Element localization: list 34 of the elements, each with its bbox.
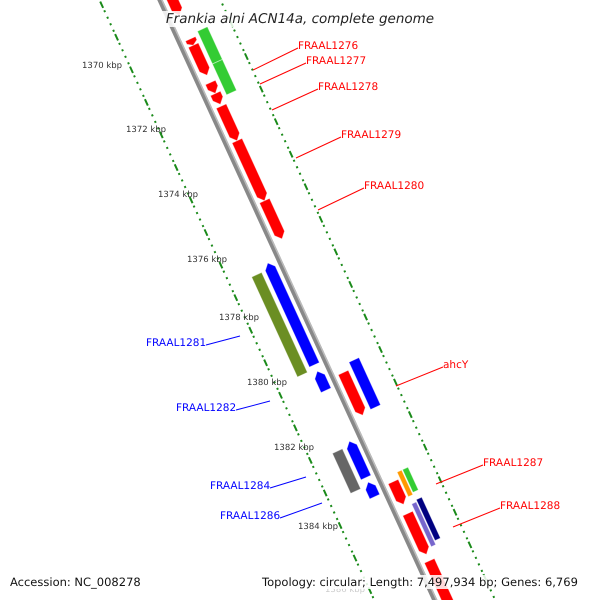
leader-line [252, 48, 298, 70]
leader-line [452, 508, 500, 528]
leader-line [270, 476, 306, 488]
gene-label: FRAAL1280 [364, 179, 424, 193]
leader-line [260, 62, 306, 84]
scale-label: 1376 kbp [187, 255, 228, 266]
gene-label: FRAAL1278 [318, 80, 378, 94]
leader-line [296, 136, 342, 158]
gene-label: FRAAL1281 [146, 336, 206, 350]
gene-label: FRAAL1276 [298, 39, 358, 53]
gene-label: FRAAL1288 [500, 499, 560, 513]
leader-line [206, 336, 240, 346]
scale-label: 1386 kbp [325, 585, 366, 596]
gene-label: FRAAL1286 [220, 509, 280, 523]
leader-line [436, 464, 484, 484]
scale-label: 1374 kbp [158, 190, 198, 201]
leader-line [236, 400, 270, 410]
scale-label: 1372 kbp [126, 125, 166, 136]
gene-label: FRAAL1284 [210, 479, 270, 493]
gene-label: FRAAL1287 [483, 456, 544, 470]
gene-label: ahcY [443, 358, 468, 372]
scale-label: 1384 kbp [298, 522, 338, 533]
scale-label: 1370 kbp [82, 61, 122, 72]
accession-text: Accession: NC_008278 [10, 575, 141, 589]
gene-label: FRAAL1279 [341, 128, 402, 142]
scale-label: 1378 kbp [219, 313, 260, 324]
gene-label: FRAAL1282 [176, 401, 236, 415]
leader-line [318, 188, 364, 210]
gene-label: FRAAL1277 [306, 54, 366, 68]
scale-label: 1380 kbp [247, 378, 288, 389]
scale-label: 1382 kbp [274, 443, 314, 454]
leader-line [396, 366, 444, 386]
leader-line [280, 502, 322, 518]
leader-line [272, 88, 318, 110]
